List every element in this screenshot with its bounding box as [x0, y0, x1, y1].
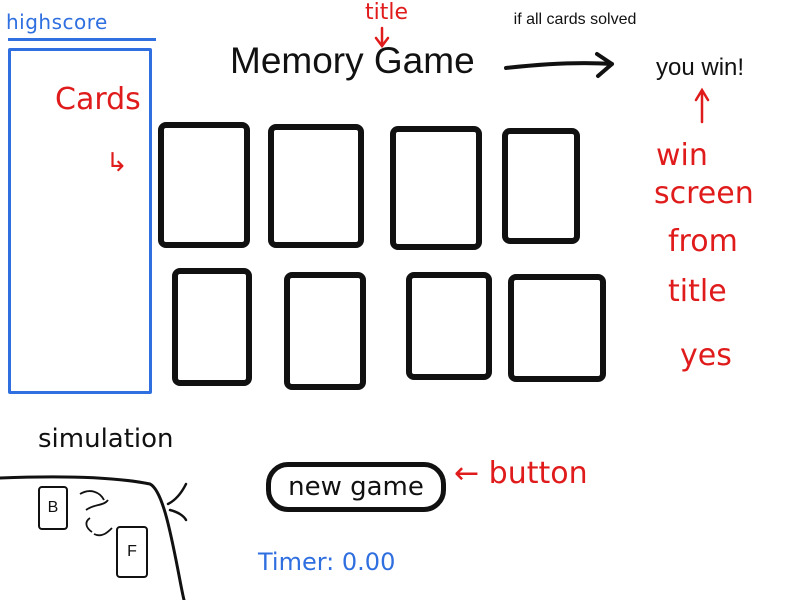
- title-annotation: title: [365, 0, 409, 25]
- win-note-line-2: screen: [654, 176, 754, 211]
- memory-card[interactable]: [158, 122, 250, 248]
- highscore-label: highscore: [6, 10, 108, 34]
- cards-annotation-arrow: ↳: [106, 148, 128, 178]
- win-arrow: [504, 52, 614, 78]
- simulation-label: simulation: [38, 424, 174, 454]
- win-message: you win!: [656, 54, 745, 81]
- win-screen-arrow: [694, 87, 710, 124]
- win-condition-note: if all cards solved: [513, 11, 637, 28]
- cards-annotation: Cards: [55, 82, 141, 117]
- timer-display: Timer: 0.00: [258, 548, 396, 576]
- button-annotation: ← button: [454, 456, 588, 491]
- memory-card[interactable]: [172, 268, 252, 386]
- memory-card[interactable]: [502, 128, 580, 244]
- memory-card[interactable]: [390, 126, 482, 250]
- win-note-line-4: title: [668, 274, 727, 309]
- new-game-button[interactable]: new game: [266, 462, 446, 512]
- memory-card[interactable]: [406, 272, 492, 380]
- simulation-frame: [0, 475, 188, 600]
- memory-card[interactable]: [268, 124, 364, 248]
- title-annotation-arrow: [374, 26, 390, 49]
- simulation-card: B: [38, 486, 68, 530]
- memory-card[interactable]: [508, 274, 606, 382]
- win-note-line-3: from: [668, 224, 738, 259]
- simulation-card: F: [116, 526, 148, 578]
- memory-card[interactable]: [284, 272, 366, 390]
- win-note-line-1: win: [656, 138, 708, 173]
- win-note-line-5: yes: [680, 338, 732, 373]
- page-title: Memory Game: [230, 40, 475, 81]
- highscore-underline: [8, 38, 156, 41]
- highscore-panel: [8, 48, 152, 394]
